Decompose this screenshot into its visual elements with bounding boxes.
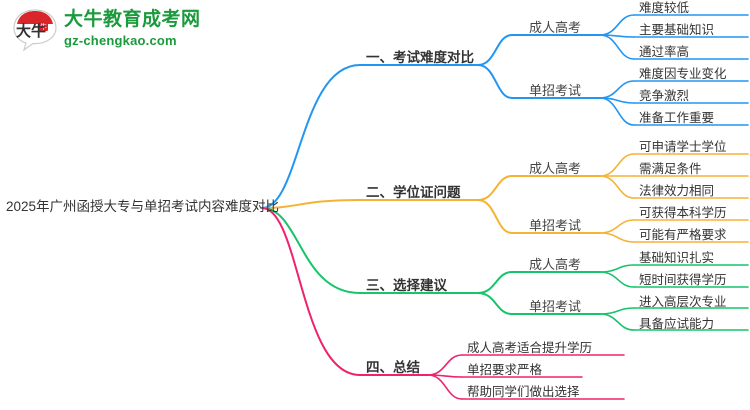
leaf-node[interactable]: 帮助同学们做出选择 [467,385,580,399]
site-logo[interactable]: 牛 大牛 大牛教育成考网 gz-chengkao.com [12,6,202,54]
subbranch-node-2-1[interactable]: 成人高考 [529,161,582,176]
logo-brand-name: 大牛教育成考网 [64,9,201,30]
leaf-node[interactable]: 主要基础知识 [639,23,715,37]
leaf-node[interactable]: 通过率高 [639,45,690,59]
leaf-node[interactable]: 具备应试能力 [639,317,715,331]
logo-text-block: 大牛教育成考网 gz-chengkao.com [64,9,204,49]
leaf-node[interactable]: 可申请学士学位 [639,140,727,154]
svg-text:牛: 牛 [40,22,47,31]
leaf-node[interactable]: 短时间获得学历 [639,273,727,287]
leaf-node[interactable]: 单招要求严格 [467,363,543,377]
leaf-node[interactable]: 可获得本科学历 [639,206,727,220]
subbranch-node-1-2[interactable]: 单招考试 [529,83,582,98]
logo-brand-url: gz-chengkao.com [64,33,177,48]
branch-node-3[interactable]: 三、选择建议 [366,278,447,293]
subbranch-node-3-2[interactable]: 单招考试 [529,299,582,314]
mindmap-root-node[interactable]: 2025年广州函授大专与单招考试内容难度对比 [6,199,280,214]
leaf-node[interactable]: 进入高层次专业 [639,295,727,309]
leaf-node[interactable]: 竞争激烈 [639,89,690,103]
branch-node-1[interactable]: 一、考试难度对比 [366,50,474,65]
leaf-node[interactable]: 成人高考适合提升学历 [467,341,593,355]
leaf-node[interactable]: 可能有严格要求 [639,228,727,242]
subbranch-node-3-1[interactable]: 成人高考 [529,257,582,272]
subbranch-node-1-1[interactable]: 成人高考 [529,20,582,35]
leaf-node[interactable]: 法律效力相同 [639,184,715,198]
leaf-node[interactable]: 难度因专业变化 [639,67,727,81]
branch-node-4[interactable]: 四、总结 [366,360,420,375]
subbranch-node-2-2[interactable]: 单招考试 [529,218,582,233]
logo-mark-icon: 牛 大牛 [13,9,57,52]
leaf-node[interactable]: 准备工作重要 [639,111,715,125]
leaf-node[interactable]: 基础知识扎实 [639,251,715,265]
leaf-node[interactable]: 需满足条件 [639,162,702,176]
svg-text:大牛: 大牛 [16,22,46,40]
branch-node-2[interactable]: 二、学位证问题 [366,185,461,200]
leaf-node[interactable]: 难度较低 [639,1,690,15]
